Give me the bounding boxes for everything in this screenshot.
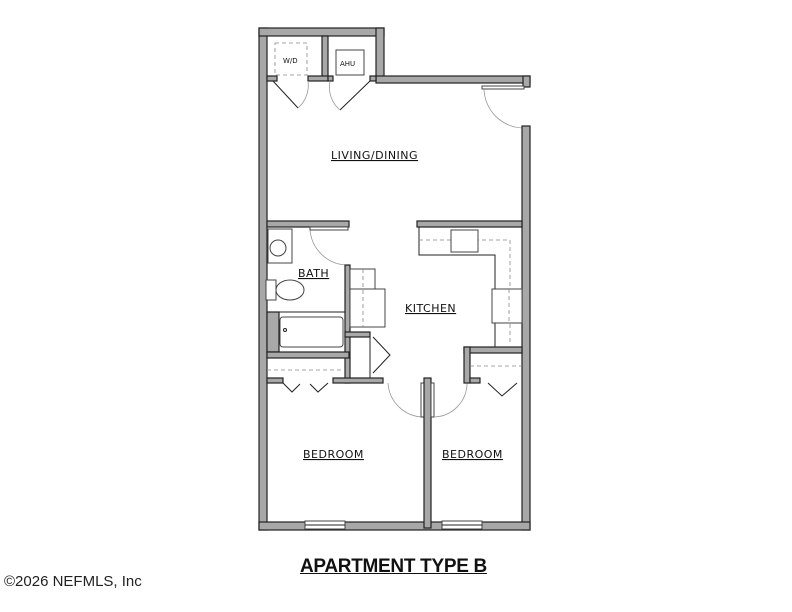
pantry-shelf xyxy=(349,268,376,290)
closet-door-bedroom-1b xyxy=(309,382,329,393)
pantry-door xyxy=(372,336,391,374)
exterior-wall-bottom xyxy=(258,521,531,531)
bath-wall-top xyxy=(266,220,350,228)
room-label-bedroom-1: BEDROOM xyxy=(303,448,364,461)
bedroom-2-closet-wall xyxy=(463,346,523,354)
room-label-bath: BATH xyxy=(298,267,329,280)
bath-door-swing xyxy=(309,227,347,266)
air-handler-label: AHU xyxy=(340,60,355,68)
toilet-bowl xyxy=(275,279,305,301)
kitchen-wall-top xyxy=(416,220,523,228)
exterior-wall-left xyxy=(258,27,268,531)
air-handler xyxy=(335,49,365,76)
toilet-tank xyxy=(265,279,277,301)
exterior-wall-top xyxy=(258,27,385,37)
room-label-living-dining: LIVING/DINING xyxy=(331,149,418,162)
bath-door xyxy=(309,226,349,231)
bedroom-1-closet-wall xyxy=(266,351,350,359)
washer-dryer xyxy=(274,42,308,76)
closet-wall xyxy=(375,27,385,81)
kitchen-sink xyxy=(450,229,479,253)
entry-jamb xyxy=(522,75,531,88)
closet-door-ahu xyxy=(339,80,371,111)
range xyxy=(491,288,523,324)
bathtub xyxy=(279,316,344,348)
closet-door-bedroom-2 xyxy=(487,382,518,397)
closet-door-bedroom-1a xyxy=(282,382,301,393)
closet-divider xyxy=(321,35,329,81)
bedroom-2-door xyxy=(430,382,435,418)
plan-title: APARTMENT TYPE B xyxy=(300,556,487,577)
room-label-kitchen: KITCHEN xyxy=(405,302,456,315)
exterior-wall-right xyxy=(521,125,531,531)
refrigerator xyxy=(349,288,386,328)
entry-door xyxy=(481,85,525,90)
bedroom-1-door-swing xyxy=(387,382,425,418)
washer-dryer-label: W/D xyxy=(283,57,298,65)
closet-door-wd xyxy=(272,80,299,109)
bedroom-divider xyxy=(423,377,432,529)
entry-door-swing xyxy=(483,87,525,129)
copyright-notice: ©2026 NEFMLS, Inc xyxy=(4,573,142,590)
room-label-bedroom-2: BEDROOM xyxy=(442,448,503,461)
bath-wall-right xyxy=(344,264,351,384)
exterior-wall-top-right xyxy=(375,75,531,84)
sink xyxy=(269,239,287,257)
bedroom-2-door-swing xyxy=(433,382,468,418)
